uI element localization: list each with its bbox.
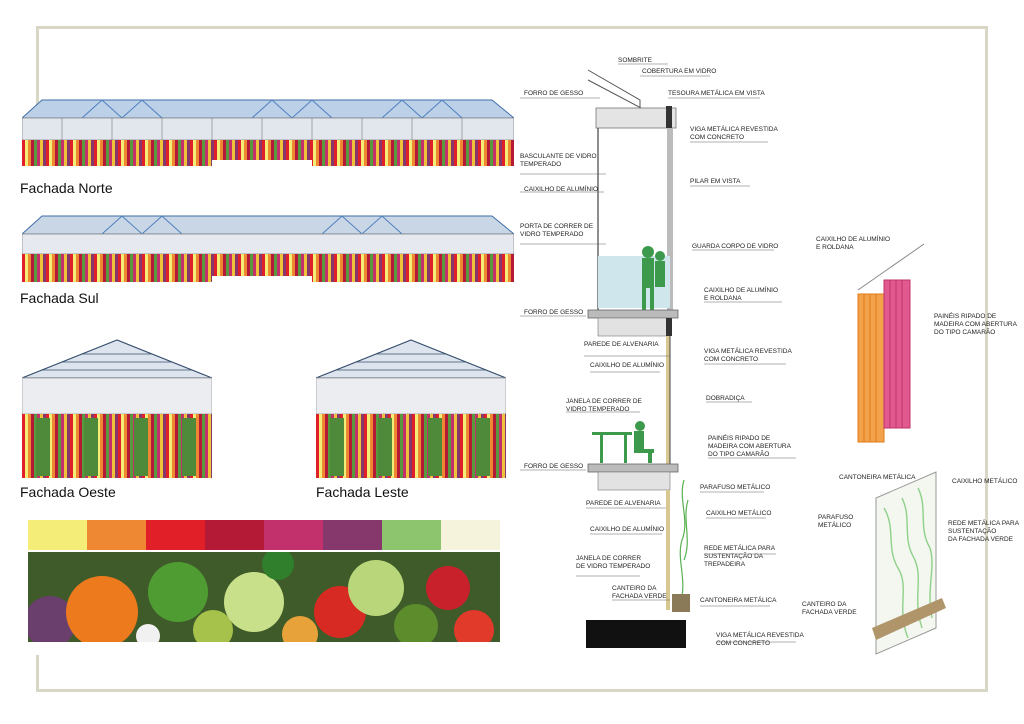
callout-sombrite: SOMBRITE <box>618 57 652 64</box>
green-callout-caixilho: CAIXILHO METÁLICO <box>952 478 1018 485</box>
palette-swatch <box>146 520 205 550</box>
palette-swatch <box>264 520 323 550</box>
vegetables-photo <box>28 552 500 642</box>
fachada-norte-label: Fachada Norte <box>20 180 113 196</box>
green-callout-cantoneira: CANTONEIRA METÁLICA <box>839 474 916 481</box>
fachada-oeste-elevation <box>22 339 212 478</box>
callout-parede-2: PAREDE DE ALVENARIA <box>586 500 661 507</box>
palette-swatch <box>323 520 382 550</box>
fachada-sul-label: Fachada Sul <box>20 290 99 306</box>
callout-cantoneira: CANTONEIRA METÁLICA <box>700 597 777 604</box>
fachada-norte-elevation <box>22 99 514 172</box>
frame-left-border <box>36 26 39 106</box>
callout-caixilho-3: CAIXILHO DE ALUMÍNIO <box>590 526 665 533</box>
frame-left-border-lower <box>36 655 39 692</box>
palette-swatch <box>205 520 264 550</box>
callout-forro-3: FORRO DE GESSO <box>524 463 584 470</box>
callout-dobradica: DOBRADIÇA <box>706 395 745 402</box>
fachada-leste-elevation <box>316 339 506 478</box>
callout-parede-1: PAREDE DE ALVENARIA <box>584 341 659 348</box>
callout-forro-1: FORRO DE GESSO <box>524 90 584 97</box>
palette-swatch <box>382 520 441 550</box>
callout-pilar: PILAR EM VISTA <box>690 178 741 185</box>
callout-cobertura: COBERTURA EM VIDRO <box>642 68 717 75</box>
palette-swatch <box>87 520 146 550</box>
wall-section-drawing <box>586 69 690 648</box>
callout-forro-2: FORRO DE GESSO <box>524 309 584 316</box>
frame-right-border <box>985 26 988 692</box>
fachada-oeste-label: Fachada Oeste <box>20 484 116 500</box>
green-facade-detail <box>872 471 946 655</box>
callout-guarda: GUARDA CORPO DE VIDRO <box>692 243 779 250</box>
callout-caixilho-2: CAIXILHO DE ALUMÍNIO <box>590 362 665 369</box>
callout-parafuso: PARAFUSO METÁLICO <box>700 484 771 491</box>
callout-caixilho-metalico: CAIXILHO METÁLICO <box>706 510 772 517</box>
frame-bottom-border <box>36 689 988 692</box>
color-palette <box>28 520 500 550</box>
palette-swatch <box>28 520 87 550</box>
callout-tesoura: TESOURA METÁLICA EM VISTA <box>668 90 765 97</box>
fachada-sul-elevation <box>22 215 514 288</box>
fachada-leste-label: Fachada Leste <box>316 484 409 500</box>
frame-top-border <box>36 26 988 29</box>
section-leader-lines <box>520 63 796 643</box>
palette-swatch <box>441 520 500 550</box>
ripado-panel-detail <box>857 243 925 443</box>
callout-caixilho-1: CAIXILHO DE ALUMÍNIO <box>524 186 599 193</box>
